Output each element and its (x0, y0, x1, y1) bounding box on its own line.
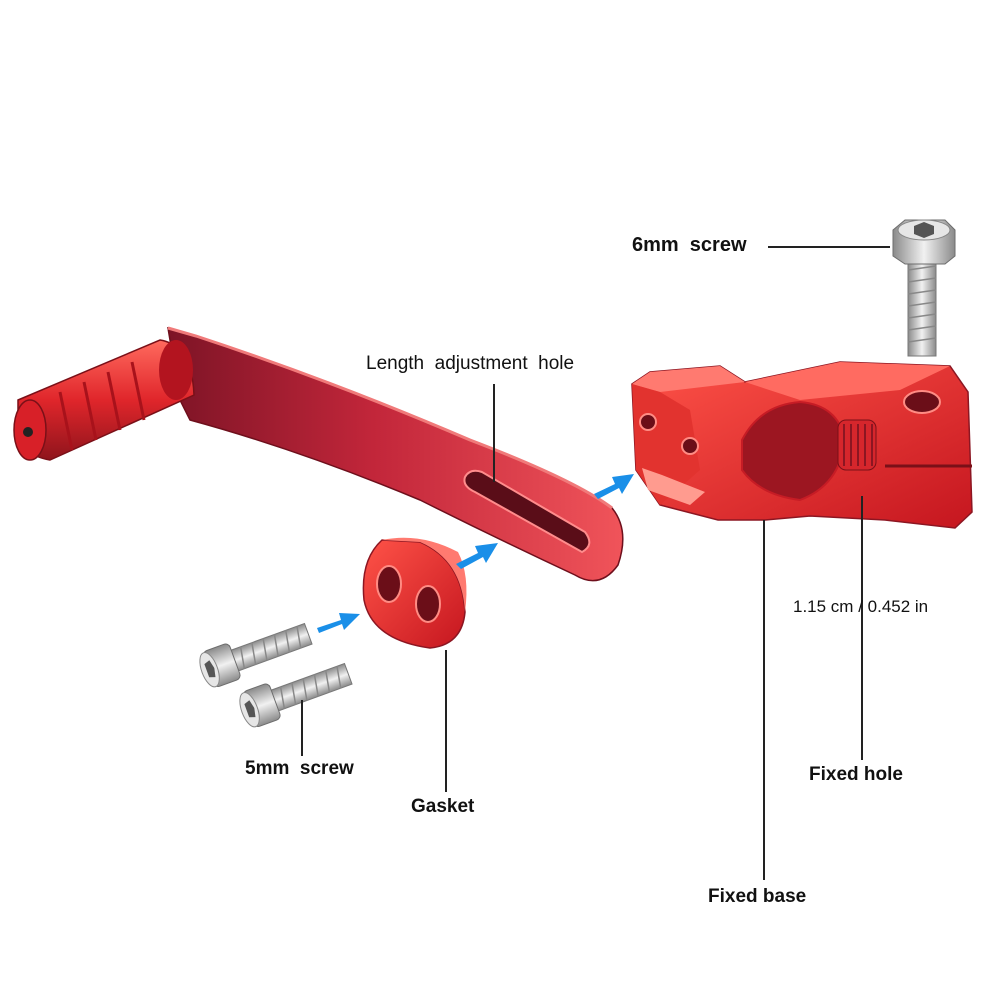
screw-5mm-1 (199, 622, 313, 688)
label-dimension: 1.15 cm / 0.452 in (793, 597, 929, 616)
side-hole-2 (681, 437, 699, 455)
top-screw-hole (903, 390, 941, 414)
gasket-hole-1 (376, 565, 402, 603)
side-hole-1 (639, 413, 657, 431)
label-5mm-screw: 5mm screw (245, 758, 354, 779)
arrow-to-lever (456, 543, 498, 569)
label-6mm-screw: 6mm screw (632, 234, 747, 256)
arrow-to-base (594, 474, 634, 499)
gasket (362, 537, 467, 649)
gasket-hole-2 (415, 585, 441, 623)
arrow-to-gasket (317, 613, 360, 633)
leader-lines (301, 246, 890, 880)
screw-6mm (892, 219, 956, 357)
assembly-arrows (317, 474, 634, 633)
label-fixed-hole: Fixed hole (809, 764, 903, 785)
length-adjustment-slot (463, 469, 591, 554)
label-fixed-base: Fixed base (708, 886, 807, 907)
shift-lever (13, 326, 624, 582)
label-gasket: Gasket (411, 796, 475, 817)
fixed-base (631, 361, 973, 529)
knurled-nut (837, 419, 877, 471)
screw-5mm-2 (239, 662, 353, 728)
label-length-adjustment-hole: Length adjustment hole (366, 353, 575, 374)
lever-grip (13, 339, 195, 461)
